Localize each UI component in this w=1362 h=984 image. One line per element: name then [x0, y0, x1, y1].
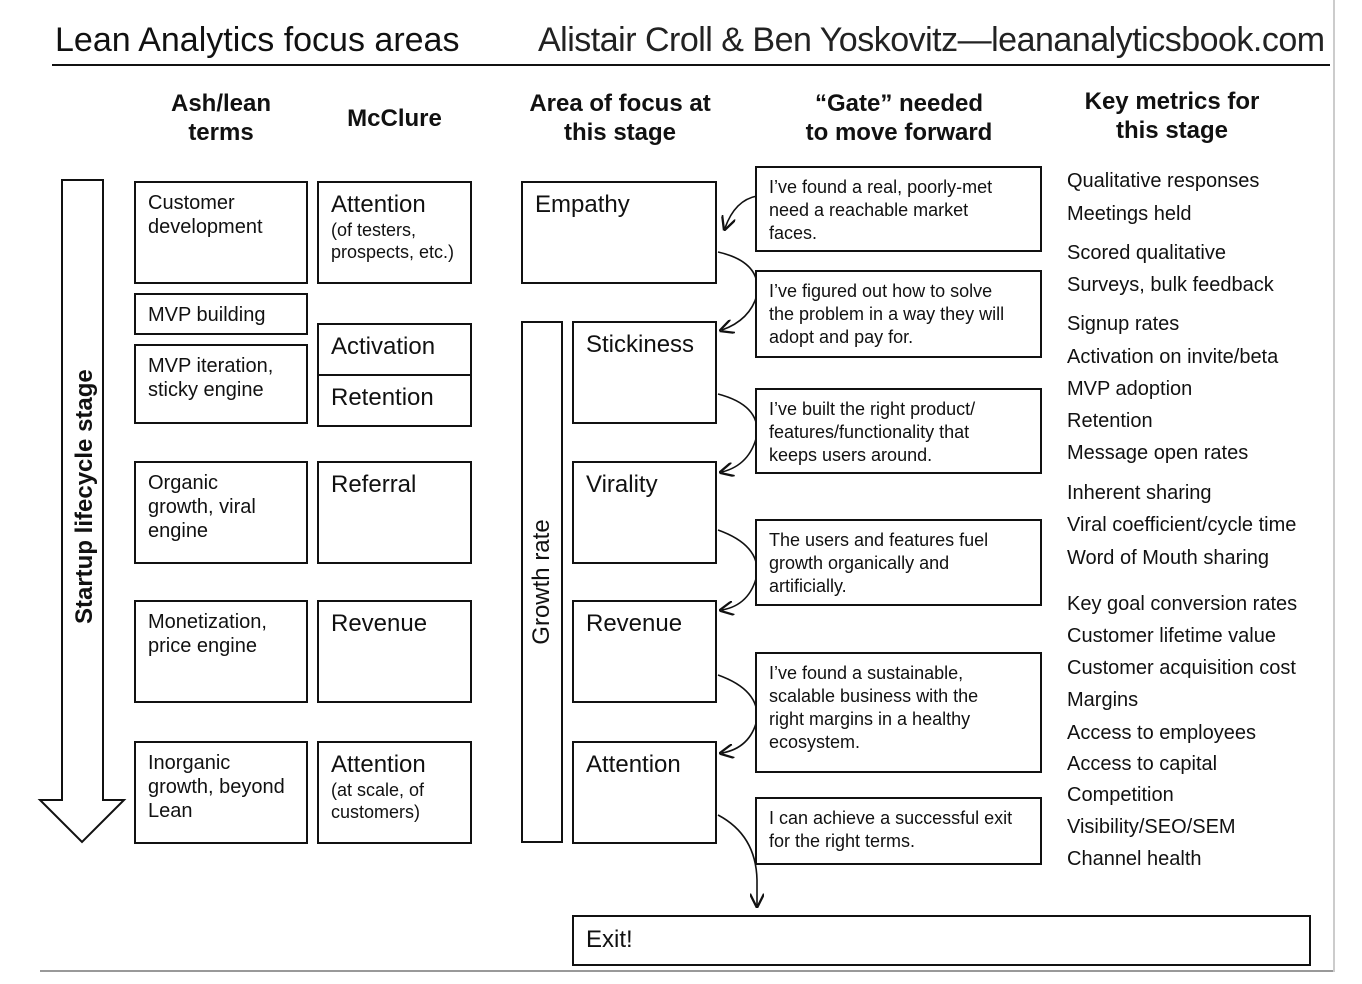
ash-term-customer-development: Customer development	[134, 181, 308, 284]
focus-empathy: Empathy	[521, 181, 717, 284]
metric-item: Qualitative responses	[1067, 170, 1260, 192]
right-border	[1333, 0, 1335, 972]
gate-empathy: I’ve found a real, poorly-met need a rea…	[755, 166, 1042, 252]
connector-attention	[717, 674, 758, 753]
connector-virality	[718, 393, 758, 472]
gate-revenue: The users and features fuel growth organ…	[755, 519, 1042, 606]
metric-item: MVP adoption	[1067, 378, 1193, 400]
connector-stickiness	[718, 251, 759, 330]
lifecycle-label: Startup lifecycle stage	[71, 369, 98, 624]
header-mcclure: McClure	[347, 105, 442, 132]
focus-virality: Virality	[572, 461, 717, 564]
metric-item: Message open rates	[1067, 442, 1249, 464]
metric-item: Meetings held	[1067, 203, 1192, 225]
mcclure-attention-subtitle: (of testers, prospects, etc.)	[331, 220, 455, 262]
title-divider	[52, 64, 1330, 66]
connector-revenue	[717, 529, 758, 610]
metric-item: Scored qualitative	[1067, 242, 1226, 264]
growth-rate-label: Growth rate	[528, 519, 555, 645]
mcclure-attention-scale-subtitle: (at scale, of customers)	[331, 780, 425, 822]
header-ash-lean: Ash/lean terms	[170, 90, 272, 146]
metric-item: Margins	[1067, 689, 1139, 711]
metric-item: Competition	[1067, 784, 1174, 806]
header-focus: Area of focus at this stage	[529, 90, 711, 146]
metric-item: Key goal conversion rates	[1067, 593, 1298, 615]
ash-term-organic-growth: Organic growth, viral engine	[134, 461, 308, 564]
bottom-divider	[40, 970, 1334, 972]
metric-item: Inherent sharing	[1067, 482, 1212, 504]
ash-term-mvp-building: MVP building	[134, 293, 308, 335]
metric-item: Access to employees	[1067, 722, 1256, 744]
metric-item: Customer lifetime value	[1067, 625, 1276, 647]
gate-exit: I can achieve a successful exit for the …	[755, 797, 1042, 865]
page-title: Lean Analytics focus areas	[55, 21, 460, 59]
metric-item: Access to capital	[1067, 753, 1218, 775]
ash-term-monetization: Monetization, price engine	[134, 600, 308, 703]
mcclure-attention-scale: Attention (at scale, of customers)	[317, 741, 472, 844]
mcclure-attention-title: Attention	[331, 191, 426, 218]
mcclure-retention: Retention	[317, 374, 472, 427]
header-gate: “Gate” needed to move forward	[805, 90, 993, 146]
connector-exit	[717, 814, 757, 905]
ash-term-inorganic-growth: Inorganic growth, beyond Lean	[134, 741, 308, 844]
growth-rate-bar	[521, 321, 563, 843]
gate-virality: I’ve built the right product/ features/f…	[755, 388, 1042, 474]
lifecycle-arrow	[37, 179, 127, 844]
mcclure-attention-scale-title: Attention	[331, 751, 426, 778]
metric-item: Word of Mouth sharing	[1067, 547, 1269, 569]
mcclure-activation: Activation	[317, 323, 472, 376]
focus-exit: Exit!	[572, 915, 1311, 966]
mcclure-attention-testers: Attention (of testers, prospects, etc.)	[317, 181, 472, 284]
author-credit: Alistair Croll & Ben Yoskovitz—leananaly…	[538, 21, 1325, 59]
metric-item: Viral coefficient/cycle time	[1067, 514, 1297, 536]
metric-item: Signup rates	[1067, 313, 1180, 335]
mcclure-revenue: Revenue	[317, 600, 472, 703]
connector-empathy	[725, 195, 758, 228]
metric-item: Surveys, bulk feedback	[1067, 274, 1274, 296]
metric-item: Activation on invite/beta	[1067, 346, 1279, 368]
ash-term-mvp-iteration: MVP iteration, sticky engine	[134, 344, 308, 424]
metric-item: Retention	[1067, 410, 1153, 432]
header-metrics: Key metrics for this stage	[1084, 88, 1260, 144]
metric-item: Visibility/SEO/SEM	[1067, 816, 1236, 838]
focus-stickiness: Stickiness	[572, 321, 717, 424]
focus-revenue: Revenue	[572, 600, 717, 703]
gate-attention: I’ve found a sustainable, scalable busin…	[755, 652, 1042, 773]
gate-stickiness: I’ve figured out how to solve the proble…	[755, 270, 1042, 358]
focus-attention: Attention	[572, 741, 717, 844]
metric-item: Channel health	[1067, 848, 1202, 870]
mcclure-referral: Referral	[317, 461, 472, 564]
metric-item: Customer acquisition cost	[1067, 657, 1296, 679]
